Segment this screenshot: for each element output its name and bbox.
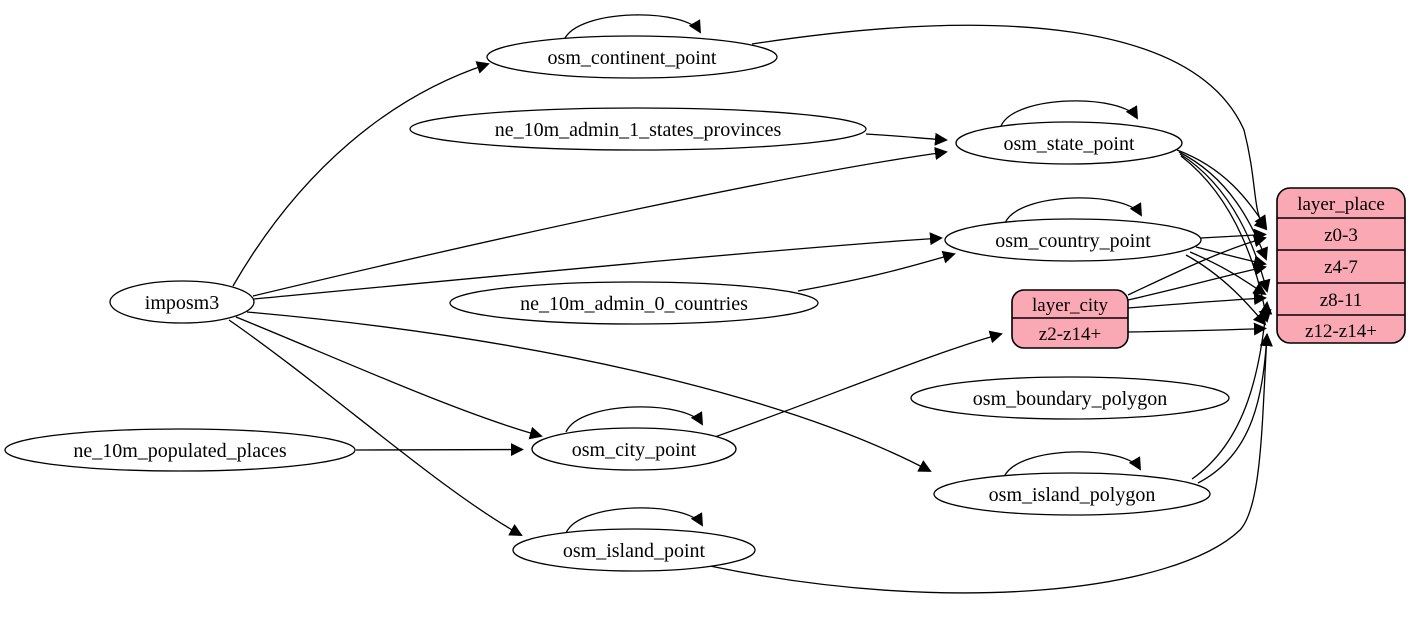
osm_island_polygon-ellipse xyxy=(933,472,1211,516)
edge-osm_state_point-to-layer_place-z8-11 xyxy=(1179,153,1271,293)
edge-osm_island_point-to-layer_place-z12-z14 xyxy=(709,333,1273,594)
layer_place-row-z4-7: z4-7 xyxy=(1324,257,1358,278)
edge-ne_10m_populated_places-to-osm_city_point xyxy=(355,443,524,457)
node-osm_state_point: osm_state_point xyxy=(955,121,1183,165)
edge-imposm3-to-osm_city_point xyxy=(235,316,543,440)
record-layer_place: layer_place z0-3 z4-7 z8-11 z12-z14+ xyxy=(1276,187,1406,344)
node-osm_island_polygon: osm_island_polygon xyxy=(933,472,1211,516)
osm_state_point-label: osm_state_point xyxy=(1003,133,1135,155)
edge-imposm3-to-osm_country_point xyxy=(253,232,943,300)
osm_continent_point-ellipse xyxy=(486,35,778,79)
layer_place-title: layer_place xyxy=(1297,194,1385,215)
node-imposm3: imposm3 xyxy=(109,280,255,324)
osm_island_polygon-label: osm_island_polygon xyxy=(989,484,1156,506)
node-ne_10m_admin_0_countries: ne_10m_admin_0_countries xyxy=(449,281,819,325)
ne_10m_populated_places-label: ne_10m_populated_places xyxy=(73,440,286,462)
self-loop-osm_country_point xyxy=(1004,197,1142,224)
edge-osm_state_point-to-layer_place-z0-3 xyxy=(1176,149,1268,229)
self-loop-osm_continent_point xyxy=(563,14,701,41)
edge-osm_country_point-to-layer_place-z4-7 xyxy=(1195,246,1267,269)
self-loop-osm_island_point xyxy=(565,507,703,534)
osm_island_point-label: osm_island_point xyxy=(563,540,706,562)
ne_10m_admin_0_countries-ellipse xyxy=(449,281,819,325)
record-layer_city: layer_city z2-z14+ xyxy=(1011,289,1129,349)
edge-imposm3-to-osm_island_polygon xyxy=(246,311,932,472)
edges-group xyxy=(228,14,1273,594)
imposm3-ellipse xyxy=(109,280,255,324)
self-loop-osm_state_point xyxy=(1000,100,1138,127)
node-osm_country_point: osm_country_point xyxy=(944,218,1202,262)
osm_continent_point-label: osm_continent_point xyxy=(548,47,717,69)
osm_country_point-label: osm_country_point xyxy=(995,230,1151,252)
edge-layer_city-to-layer_place-z8-11 xyxy=(1127,292,1267,309)
edge-layer_city-to-layer_place-z12-z14 xyxy=(1127,322,1267,336)
ne_10m_admin_1_states_provinces-ellipse xyxy=(409,107,867,151)
ne_10m_admin_1_states_provinces-label: ne_10m_admin_1_states_provinces xyxy=(495,119,782,141)
edge-osm_continent_point-to-layer_place-z0-3 xyxy=(751,24,1268,231)
edge-imposm3-to-osm_state_point xyxy=(252,147,948,297)
layer_city-box xyxy=(1011,289,1129,349)
self-loop-osm_city_point xyxy=(565,406,703,433)
osm_island_point-ellipse xyxy=(512,528,756,572)
osm_state_point-ellipse xyxy=(955,121,1183,165)
layer_place-row-z12-z14: z12-z14+ xyxy=(1305,321,1377,342)
node-osm_island_point: osm_island_point xyxy=(512,528,756,572)
osm_country_point-ellipse xyxy=(944,218,1202,262)
node-ne_10m_populated_places: ne_10m_populated_places xyxy=(4,428,356,472)
edge-layer_city-to-layer_place-z0-3 xyxy=(1127,234,1267,296)
layer_place-box xyxy=(1276,187,1406,344)
osm_city_point-ellipse xyxy=(531,427,737,471)
layer_city-title: layer_city xyxy=(1032,295,1108,316)
edge-ne_10m_admin_0_countries-to-osm_country_point xyxy=(797,250,956,292)
edge-layer_city-to-layer_place-z4-7 xyxy=(1127,262,1267,301)
nodes-group: imposm3 ne_10m_admin_1_states_provinces … xyxy=(4,35,1230,572)
edge-osm_island_polygon-to-layer_place-z8-11 xyxy=(1191,301,1273,480)
layer_place-row-z8-11: z8-11 xyxy=(1320,290,1363,311)
node-osm_continent_point: osm_continent_point xyxy=(486,35,778,79)
self-loop-osm_island_polygon xyxy=(1003,451,1141,478)
ne_10m_populated_places-ellipse xyxy=(4,428,356,472)
osm_boundary_polygon-label: osm_boundary_polygon xyxy=(973,388,1167,410)
edge-imposm3-to-osm_continent_point xyxy=(232,61,490,287)
osm_boundary_polygon-ellipse xyxy=(910,376,1230,420)
edge-osm_city_point-to-layer_city-z2-z14 xyxy=(711,330,1003,439)
node-osm_boundary_polygon: osm_boundary_polygon xyxy=(910,376,1230,420)
osm_city_point-label: osm_city_point xyxy=(572,439,697,461)
edge-osm_country_point-to-layer_place-z12-z14 xyxy=(1185,254,1267,326)
node-osm_city_point: osm_city_point xyxy=(531,427,737,471)
layer_place-row-z0-3: z0-3 xyxy=(1324,225,1358,246)
edge-osm_country_point-to-layer_place-z8-11 xyxy=(1189,251,1267,296)
imposm3-label: imposm3 xyxy=(145,292,219,314)
edge-imposm3-to-osm_island_point xyxy=(228,319,523,536)
node-ne_10m_admin_1_states_provinces: ne_10m_admin_1_states_provinces xyxy=(409,107,867,151)
ne_10m_admin_0_countries-label: ne_10m_admin_0_countries xyxy=(520,293,748,315)
edge-ne_10m_admin_1_states_provinces-to-osm_state_point xyxy=(865,132,948,146)
layer_city-row-z2-z14: z2-z14+ xyxy=(1039,324,1101,345)
